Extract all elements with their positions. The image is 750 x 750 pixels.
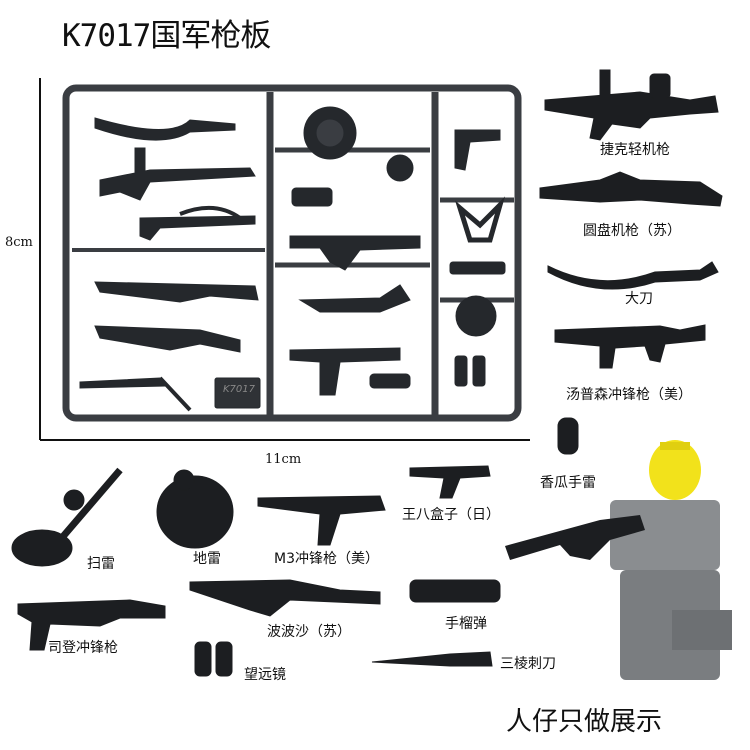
label-thompson: 汤普森冲锋枪（美）	[566, 387, 692, 403]
dimension-width-label: 11cm	[265, 452, 302, 467]
sprue-bayonet-icon	[79, 377, 166, 389]
stick-grenade-icon	[409, 579, 501, 603]
binoculars-icon	[194, 641, 212, 677]
sprue-stick-grenade-icon	[291, 187, 333, 207]
dimension-lines	[39, 78, 530, 441]
sprue-pistol-icon	[454, 129, 501, 171]
pineapple-grenade-icon	[557, 417, 579, 455]
page-title: K7017国军枪板	[62, 18, 271, 54]
sprue-marking: K7017	[223, 384, 256, 395]
label-sten: 司登冲锋枪	[48, 640, 118, 656]
label-pineapple-grenade: 香瓜手雷	[540, 475, 596, 491]
label-drum-mg: 圆盘机枪（苏）	[583, 223, 681, 239]
mine-sweeper-icon	[11, 529, 73, 567]
sprue-lmg-icon	[99, 167, 256, 201]
sprue-marking-plate	[214, 377, 261, 409]
label-mauser: 王八盒子（日）	[402, 507, 500, 523]
sprue-rifle-icon	[139, 215, 256, 241]
label-bayonet: 三棱刺刀	[500, 656, 556, 672]
mauser-icon	[409, 465, 491, 499]
label-czech-lmg: 捷克轻机枪	[600, 142, 670, 158]
sprue-grenade2-icon	[369, 373, 411, 389]
sprue-binoculars-icon	[454, 355, 468, 387]
minifig-held-smg	[505, 515, 645, 560]
sprue-frame	[62, 84, 522, 422]
minifigure	[505, 440, 732, 680]
label-stick-grenade: 手榴弹	[445, 616, 487, 632]
sprue-landmine-icon	[455, 295, 497, 337]
drum-mg-icon	[539, 171, 723, 207]
ppsh-icon	[189, 579, 381, 617]
m3-icon	[257, 495, 386, 546]
label-mine-sweeper: 扫雷	[87, 556, 115, 572]
sprue-rifle2-icon	[94, 281, 259, 303]
label-binoculars: 望远镜	[244, 667, 286, 683]
dimension-height-label: 8cm	[5, 235, 33, 250]
thompson-icon	[554, 324, 706, 369]
landmine-icon	[156, 475, 234, 549]
sprue-m3-icon	[289, 347, 401, 396]
label-ppsh: 波波沙（苏）	[267, 624, 351, 640]
minifig-legs	[620, 570, 720, 680]
label-m3: M3冲锋枪（美）	[274, 551, 379, 567]
sprue-barrel-icon	[449, 261, 506, 275]
sprue-smg-icon	[289, 235, 421, 271]
sprue-rifle3-icon	[94, 325, 241, 353]
sprue-parts	[79, 106, 506, 412]
footer-note: 人仔只做展示	[506, 707, 663, 737]
loose-parts	[11, 69, 723, 677]
label-broadsword: 大刀	[625, 291, 653, 307]
minifig-head	[649, 440, 701, 500]
broadsword-icon	[547, 261, 719, 290]
sprue-ppsh-icon	[298, 284, 411, 313]
label-landmine: 地雷	[193, 551, 221, 567]
czech-lmg-icon	[544, 91, 719, 141]
bayonet-icon	[371, 651, 493, 667]
sten-icon	[17, 599, 166, 651]
sprue-broadsword-icon	[94, 117, 236, 141]
sprue-bipod-icon	[455, 196, 506, 243]
sprue-pineapple-grenade-icon	[386, 154, 414, 182]
